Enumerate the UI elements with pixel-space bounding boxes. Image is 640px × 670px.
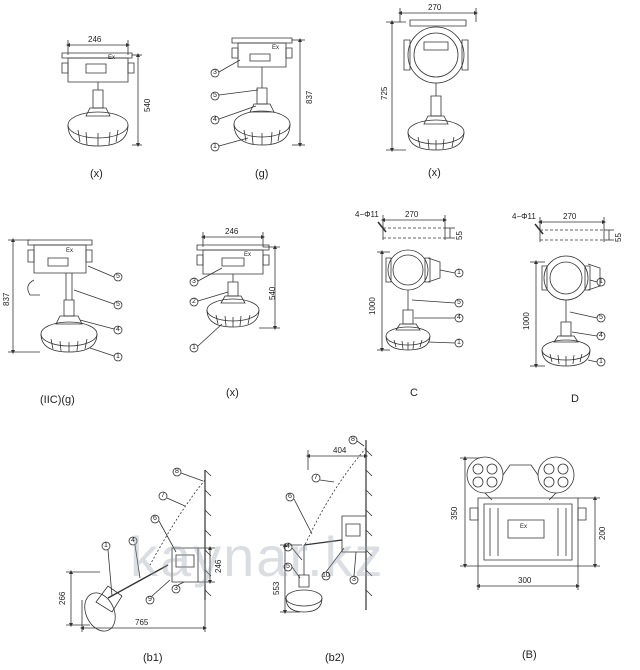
dimension-height: 266 <box>58 591 67 605</box>
callout-number: 1 <box>599 278 603 285</box>
dimension-height: 540 <box>268 286 277 300</box>
dimension-width: 270 <box>428 3 442 12</box>
dimension-width: 404 <box>333 446 347 455</box>
callout-number: 1 <box>104 542 108 549</box>
callout-number: 5 <box>116 301 120 308</box>
view-caption: D <box>571 393 579 405</box>
view-c-wall-mount <box>377 215 463 352</box>
callout-number: 4 <box>213 116 217 123</box>
view-caption: (b2) <box>325 652 345 664</box>
ex-mark: Ex <box>520 524 528 530</box>
watermark: kaynar.kz <box>130 525 385 588</box>
view-caption: (b1) <box>143 652 163 664</box>
view-caption: (g) <box>255 168 269 180</box>
ex-mark: Ex <box>272 45 280 51</box>
dimension-height: 540 <box>143 98 152 112</box>
view-x-pendant-1 <box>62 40 142 147</box>
ex-mark: Ex <box>244 252 252 258</box>
view-caption: (x) <box>428 167 441 179</box>
view-b-emergency-light <box>460 456 600 590</box>
dimension-height: 725 <box>380 86 389 100</box>
view-caption: (x) <box>226 387 239 399</box>
callout-number: 2 <box>192 298 196 305</box>
callout-number: 5 <box>286 563 290 570</box>
callout-number: 3 <box>192 278 196 285</box>
callout-number: 9 <box>148 596 152 603</box>
callout-number: 10 <box>322 572 330 579</box>
callout-number: 4 <box>457 314 461 321</box>
view-caption: C <box>410 387 418 399</box>
view-b1-boom-mount <box>66 468 215 636</box>
dimension-height: 553 <box>272 581 281 595</box>
dimension-width: 300 <box>518 576 532 585</box>
callout-number: 1 <box>457 269 461 276</box>
callout-number: 1 <box>116 353 120 360</box>
callout-number: 5 <box>457 299 461 306</box>
callout-number: 3 <box>174 585 178 592</box>
dimension-width: 270 <box>405 210 419 219</box>
callout-number: 1 <box>599 358 603 365</box>
callout-number: 7 <box>314 474 318 481</box>
callout-number: 6 <box>153 515 157 522</box>
dimension-flange: 55 <box>614 233 623 242</box>
dimension-height: 350 <box>450 506 459 520</box>
dimension-flange: 55 <box>455 231 464 240</box>
callout-number: 4 <box>131 537 135 544</box>
dimension-height: 837 <box>305 90 314 104</box>
callout-number: 6 <box>288 493 292 500</box>
dimension-hole: 4−Φ11 <box>512 212 536 221</box>
dimension-box: 246 <box>214 559 223 573</box>
callout-number: 5 <box>116 273 120 280</box>
dimension-box: 200 <box>598 526 607 540</box>
dimension-width: 270 <box>563 212 577 221</box>
callout-number: 1 <box>457 339 461 346</box>
ex-mark: Ex <box>66 248 74 254</box>
callout-number: 8 <box>175 468 179 475</box>
callout-number: 7 <box>161 492 165 499</box>
dimension-width: 246 <box>225 227 239 236</box>
callout-number: 3 <box>213 69 217 76</box>
callout-number: 1 <box>192 344 196 351</box>
view-b2-boom-mount <box>280 436 372 614</box>
view-g-pendant-1 <box>211 38 305 151</box>
dimension-width: 246 <box>88 35 102 44</box>
dimension-width: 765 <box>135 618 149 627</box>
callout-number: 4 <box>116 326 120 333</box>
callout-number: 1 <box>213 143 217 150</box>
ex-mark: Ex <box>108 55 116 61</box>
view-caption: (x) <box>90 168 103 180</box>
view-d-wall-mount <box>530 217 614 368</box>
view-caption: (B) <box>522 649 537 661</box>
callout-number: 5 <box>213 92 217 99</box>
view-x-round-head <box>386 8 478 152</box>
callout-number: 4 <box>286 543 290 550</box>
dimension-height: 1000 <box>522 312 531 330</box>
callout-number: 8 <box>351 436 355 443</box>
view-x-pendant-2 <box>190 232 280 352</box>
view-iic-g-pendant <box>8 238 122 361</box>
callout-number: 5 <box>599 314 603 321</box>
callout-number: 3 <box>352 576 356 583</box>
view-caption: (IIC)(g) <box>40 394 75 406</box>
dimension-hole: 4−Φ11 <box>355 210 379 219</box>
callout-number: 4 <box>599 332 603 339</box>
dimension-height: 837 <box>2 292 11 306</box>
dimension-height: 1000 <box>368 297 377 315</box>
